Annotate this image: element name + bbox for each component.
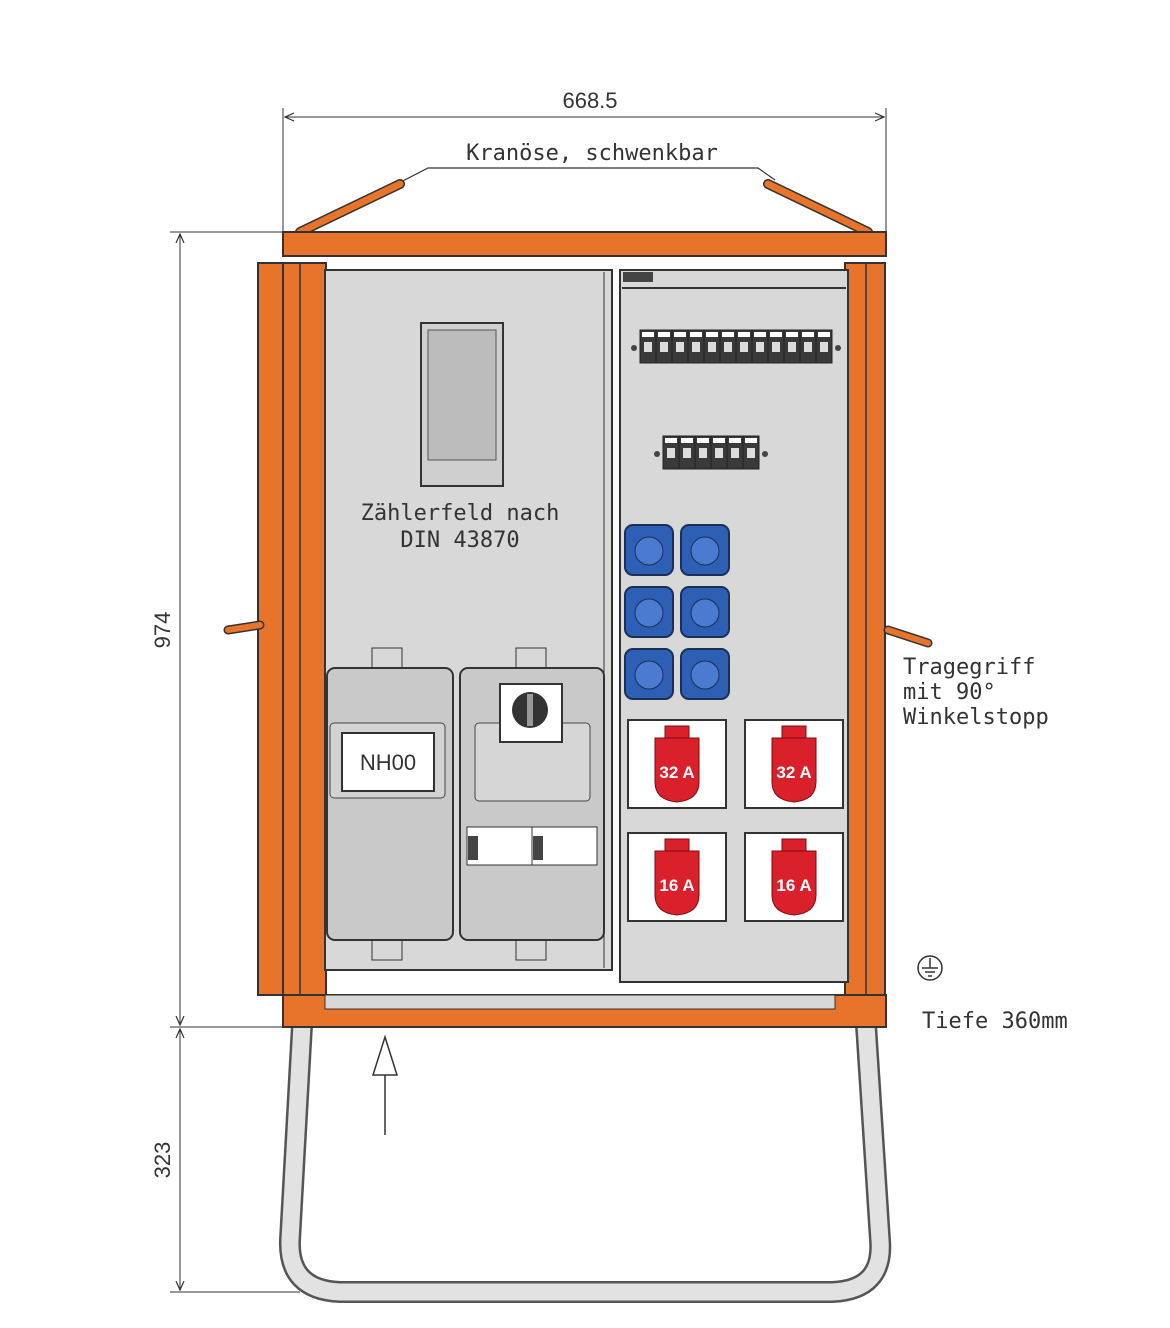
schuko-socket xyxy=(624,524,674,576)
circuit-breaker xyxy=(799,329,817,364)
circuit-breaker xyxy=(726,435,744,470)
fuse-label: NH00 xyxy=(360,750,416,775)
cable-entry-arrow-icon xyxy=(371,1034,399,1135)
circuit-breaker xyxy=(671,329,689,364)
handle-label-1: Tragegriff xyxy=(903,655,1035,680)
housing xyxy=(223,231,933,1028)
schuko-socket xyxy=(624,586,674,638)
circuit-breaker xyxy=(655,329,673,364)
depth-label: Tiefe 360mm xyxy=(922,1009,1068,1034)
circuit-breaker xyxy=(815,329,833,364)
width-label: 668.5 xyxy=(562,88,617,113)
meter-panel: Zählerfeld nach DIN 43870 NH00 xyxy=(324,269,613,971)
cee-socket: 16 A xyxy=(744,832,844,922)
stand-frame xyxy=(278,1024,892,1303)
crane-eye-callout: Kranöse, schwenkbar xyxy=(394,141,776,186)
breaker-row-1 xyxy=(631,329,841,364)
circuit-breaker xyxy=(719,329,737,364)
cee-socket: 32 A xyxy=(744,719,844,809)
circuit-breaker xyxy=(639,329,657,364)
nh00-fuse-module: NH00 xyxy=(326,647,454,961)
circuit-breaker xyxy=(735,329,753,364)
cee-rating-label: 32 A xyxy=(776,763,811,782)
circuit-breaker xyxy=(687,329,705,364)
height-dimensions: 974 323 xyxy=(150,231,300,1293)
schuko-socket xyxy=(624,648,674,700)
breaker-row-2 xyxy=(654,435,768,470)
cee-rating-label: 16 A xyxy=(776,876,811,895)
schuko-socket xyxy=(680,648,730,700)
circuit-breaker xyxy=(742,435,760,470)
circuit-breaker xyxy=(703,329,721,364)
crane-eyes xyxy=(295,179,873,237)
stand-height-label: 323 xyxy=(150,1142,175,1179)
meter-field-label-2: DIN 43870 xyxy=(400,528,519,553)
crane-eye-label: Kranöse, schwenkbar xyxy=(466,141,718,166)
socket-panel: 32 A 32 A 16 A 16 A xyxy=(619,269,849,983)
main-switch-module xyxy=(459,647,605,961)
circuit-breaker xyxy=(678,435,696,470)
circuit-breaker xyxy=(694,435,712,470)
ground-icon xyxy=(917,955,943,981)
meter-field-label-1: Zählerfeld nach xyxy=(361,501,560,526)
cee-rating-label: 16 A xyxy=(659,876,694,895)
cee-sockets: 32 A 32 A 16 A 16 A xyxy=(627,719,844,922)
cee-socket: 32 A xyxy=(627,719,727,809)
cee-socket: 16 A xyxy=(627,832,727,922)
circuit-breaker xyxy=(767,329,785,364)
circuit-breaker xyxy=(662,435,680,470)
circuit-breaker xyxy=(751,329,769,364)
schuko-socket xyxy=(680,524,730,576)
circuit-breaker xyxy=(710,435,728,470)
cee-rating-label: 32 A xyxy=(659,763,694,782)
handle-label-2: mit 90° xyxy=(903,680,996,705)
width-dimension: 668.5 xyxy=(282,88,887,235)
schuko-sockets xyxy=(624,524,730,700)
height-label: 974 xyxy=(150,612,175,649)
circuit-breaker xyxy=(783,329,801,364)
handle-label-3: Winkelstopp xyxy=(903,705,1049,730)
schuko-socket xyxy=(680,586,730,638)
